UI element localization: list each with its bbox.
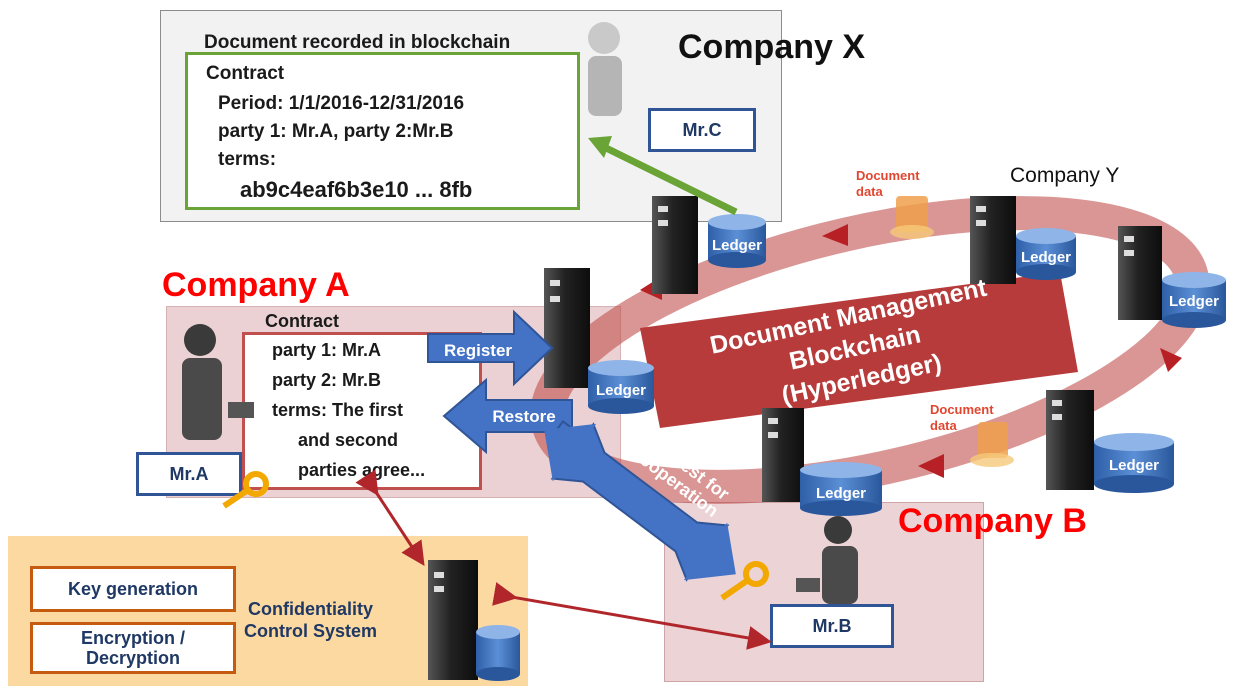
- document-data-icon: [970, 422, 1014, 467]
- company-a-label: Company A: [162, 266, 350, 304]
- person-icon: [182, 324, 254, 440]
- ledger-icon: Ledger: [708, 214, 766, 268]
- ledger-label: Ledger: [1169, 293, 1219, 310]
- server-icon: [762, 408, 804, 502]
- ledger-label: Ledger: [816, 485, 866, 502]
- register-label: Register: [444, 341, 512, 360]
- key-icon: [222, 471, 269, 509]
- ledger-label: Ledger: [1109, 457, 1159, 474]
- contract-title: Contract: [265, 311, 340, 331]
- doc-line: Period: 1/1/2016-12/31/2016: [218, 93, 465, 114]
- server-icon: [1046, 390, 1094, 490]
- document-data-label: Document data: [856, 168, 920, 200]
- ccs-label: Confidentiality Control System: [244, 598, 377, 642]
- encryption-decryption-box: Encryption / Decryption: [30, 622, 236, 674]
- company-b-label: Company B: [898, 502, 1087, 540]
- document-data-label: Document data: [930, 402, 994, 434]
- ledger-icon: Ledger: [1016, 228, 1076, 280]
- server-icon: [1118, 226, 1162, 320]
- decryption-line: Decryption: [85, 648, 181, 668]
- contract-line: and second: [298, 430, 399, 450]
- ledger-icon: Ledger: [800, 462, 882, 516]
- doc-line: party 1: Mr.A, party 2:Mr.B: [218, 121, 454, 142]
- doc-hash: ab9c4eaf6b3e10 ... 8fb: [240, 177, 473, 202]
- document-data-line: Document: [856, 168, 920, 183]
- document-data-icon: [890, 196, 934, 239]
- contract-line: terms: The first: [272, 400, 404, 420]
- doc-line: terms:: [218, 149, 277, 170]
- key-icon: [720, 561, 769, 601]
- doc-line: Contract: [206, 63, 285, 84]
- register-arrow[interactable]: [427, 309, 554, 387]
- server-icon: [652, 196, 698, 294]
- blockchain-document-title: Document recorded in blockchain: [204, 32, 511, 53]
- ccs-label-line: Control System: [244, 621, 378, 641]
- connector-arrow: [492, 582, 772, 650]
- connector-arrow: [355, 469, 425, 567]
- ledger-icon: Ledger: [1162, 272, 1226, 328]
- key-generation-box: Key generation: [30, 566, 236, 612]
- green-arrow-line: [600, 142, 738, 216]
- ledger-icon: [476, 625, 520, 681]
- company-a-contract: Contract: [242, 311, 482, 490]
- ledger-icon: Ledger: [588, 360, 654, 414]
- company-x-label: Company X: [678, 28, 866, 66]
- ledger-label: Ledger: [596, 382, 646, 399]
- restore-label: Restore: [492, 407, 555, 426]
- person-icon: [588, 22, 622, 116]
- company-y-label: Company Y: [1010, 164, 1120, 187]
- ccs-label-line: Confidentiality: [248, 599, 374, 619]
- ledger-label: Ledger: [1021, 249, 1071, 266]
- blockchain-label-band: [640, 272, 1078, 428]
- document-data-line: data: [856, 184, 883, 199]
- server-icon: [544, 268, 590, 388]
- request-arrow[interactable]: [522, 401, 757, 603]
- ledger-icon: Ledger: [1094, 433, 1174, 493]
- mr-c-label: Mr.C: [648, 108, 756, 152]
- contract-line: party 1: Mr.A: [272, 340, 382, 360]
- green-arrow-head: [588, 136, 612, 158]
- encryption-line: Encryption /: [80, 628, 185, 648]
- blockchain-document-box: Contract Period: 1/1/2016-12/31/2016 par…: [185, 52, 580, 210]
- document-data-line: Document: [930, 402, 994, 417]
- person-icon: [796, 516, 858, 604]
- contract-line: party 2: Mr.B: [272, 370, 382, 390]
- server-icon: [970, 196, 1016, 284]
- mr-a-label: Mr.A: [136, 452, 242, 496]
- ledger-label: Ledger: [712, 237, 762, 254]
- document-data-line: data: [930, 418, 957, 433]
- server-icon: [428, 560, 478, 680]
